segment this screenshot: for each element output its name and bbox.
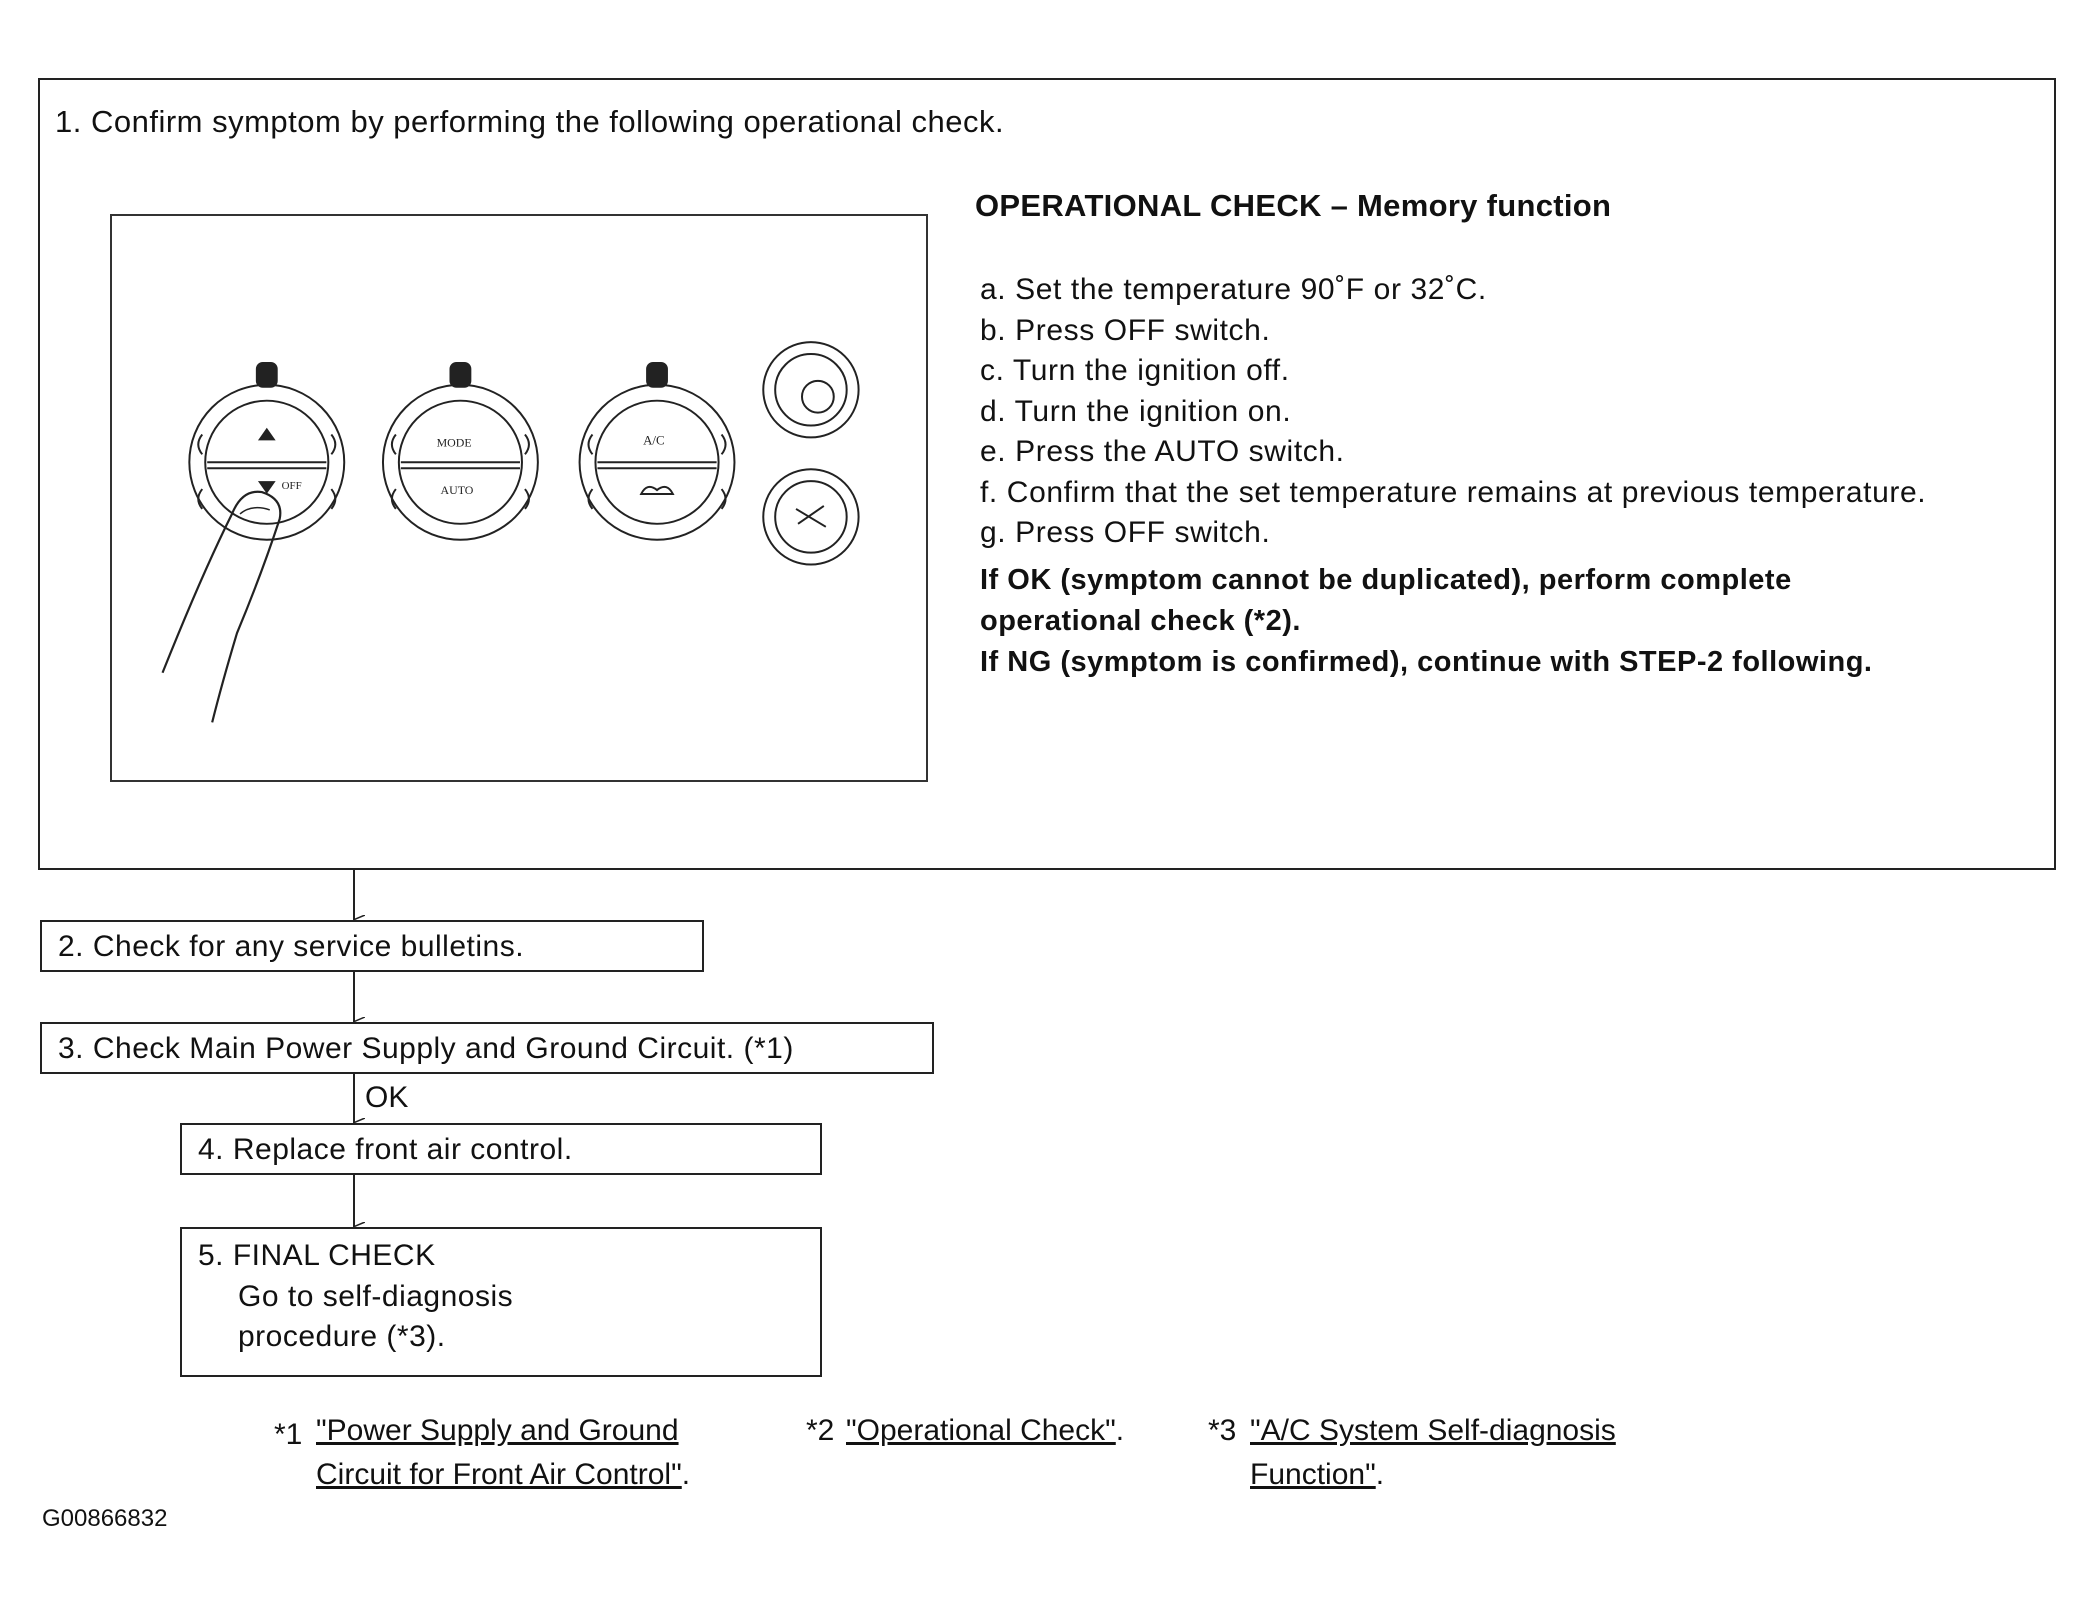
result-ng-line: If NG (symptom is confirmed), continue w… xyxy=(980,646,1873,678)
step2-text: 2. Check for any service bulletins. xyxy=(58,930,525,963)
control-panel-illustration: OFF MODE AUTO xyxy=(110,214,928,782)
ref2-marker: *2 xyxy=(806,1414,835,1447)
step3-box: 3. Check Main Power Supply and Ground Ci… xyxy=(40,1022,934,1074)
ref3-link-line2[interactable]: Function". xyxy=(1250,1458,1384,1492)
ref2-link-line[interactable]: "Operational Check". xyxy=(846,1414,1124,1448)
ref2-tail: . xyxy=(1115,1414,1125,1447)
knob3-ac-label: A/C xyxy=(643,433,665,447)
result-ok-line1: If OK (symptom cannot be duplicated), pe… xyxy=(980,564,1792,596)
op-step-f: f. Confirm that the set temperature rema… xyxy=(980,475,1927,509)
operational-check-steps: a. Set the temperature 90˚F or 32˚C. b. … xyxy=(980,270,1926,554)
ref1-link-text2[interactable]: Circuit for Front Air Control" xyxy=(316,1458,682,1491)
ref3-link-line1[interactable]: "A/C System Self-diagnosis xyxy=(1250,1414,1616,1448)
ref2-link-text[interactable]: "Operational Check" xyxy=(846,1414,1116,1447)
step5-line2: Go to self-diagnosis xyxy=(238,1280,514,1313)
step2-box: 2. Check for any service bulletins. xyxy=(40,920,704,972)
ref1-marker: *1 xyxy=(274,1418,303,1451)
op-step-d: d. Turn the ignition on. xyxy=(980,394,1292,428)
step5-title: 5. FINAL CHECK xyxy=(198,1239,436,1272)
op-step-c: c. Turn the ignition off. xyxy=(980,354,1290,387)
operational-check-heading: OPERATIONAL CHECK – Memory function xyxy=(975,188,1612,223)
recirc-knob-icon xyxy=(762,341,860,439)
step5-box: 5. FINAL CHECK Go to self-diagnosis proc… xyxy=(180,1227,822,1377)
ref3-link-text2[interactable]: Function" xyxy=(1250,1458,1376,1491)
op-step-g: g. Press OFF switch. xyxy=(980,516,1271,549)
step1-box xyxy=(38,78,2056,870)
step4-box: 4. Replace front air control. xyxy=(180,1123,822,1175)
step4-text: 4. Replace front air control. xyxy=(198,1133,573,1166)
ref3-marker: *3 xyxy=(1208,1414,1237,1447)
ref1-link-text1[interactable]: "Power Supply and Ground xyxy=(316,1414,679,1447)
ref3-tail: . xyxy=(1375,1458,1385,1491)
operational-check-result: If OK (symptom cannot be duplicated), pe… xyxy=(980,560,1872,683)
ref1-tail: . xyxy=(681,1458,691,1491)
knob1-off-label: OFF xyxy=(282,480,302,492)
mode-knob-icon xyxy=(381,361,539,541)
step5-line3: procedure (*3). xyxy=(238,1320,446,1353)
finger-icon xyxy=(161,490,282,723)
ok-branch-label: OK xyxy=(365,1081,409,1114)
knob2-mode-label: MODE xyxy=(437,435,472,449)
ac-knob-icon xyxy=(578,361,736,541)
knob2-auto-label: AUTO xyxy=(441,483,474,497)
temperature-knob-icon xyxy=(188,361,346,541)
ref1-link-line2[interactable]: Circuit for Front Air Control". xyxy=(316,1458,690,1492)
step3-text: 3. Check Main Power Supply and Ground Ci… xyxy=(58,1032,794,1065)
step1-title: 1. Confirm symptom by performing the fol… xyxy=(55,104,1005,139)
intake-knob-icon xyxy=(762,468,860,566)
control-panel-drawing: OFF MODE AUTO xyxy=(161,341,860,723)
figure-id: G00866832 xyxy=(42,1505,168,1532)
op-step-a: a. Set the temperature 90˚F or 32˚C. xyxy=(980,273,1487,306)
ref1-link-line1[interactable]: "Power Supply and Ground xyxy=(316,1414,679,1448)
op-step-e: e. Press the AUTO switch. xyxy=(980,435,1345,468)
ref3-link-text1[interactable]: "A/C System Self-diagnosis xyxy=(1250,1414,1616,1447)
result-ok-line2: operational check (*2). xyxy=(980,605,1301,637)
op-step-b: b. Press OFF switch. xyxy=(980,313,1271,347)
